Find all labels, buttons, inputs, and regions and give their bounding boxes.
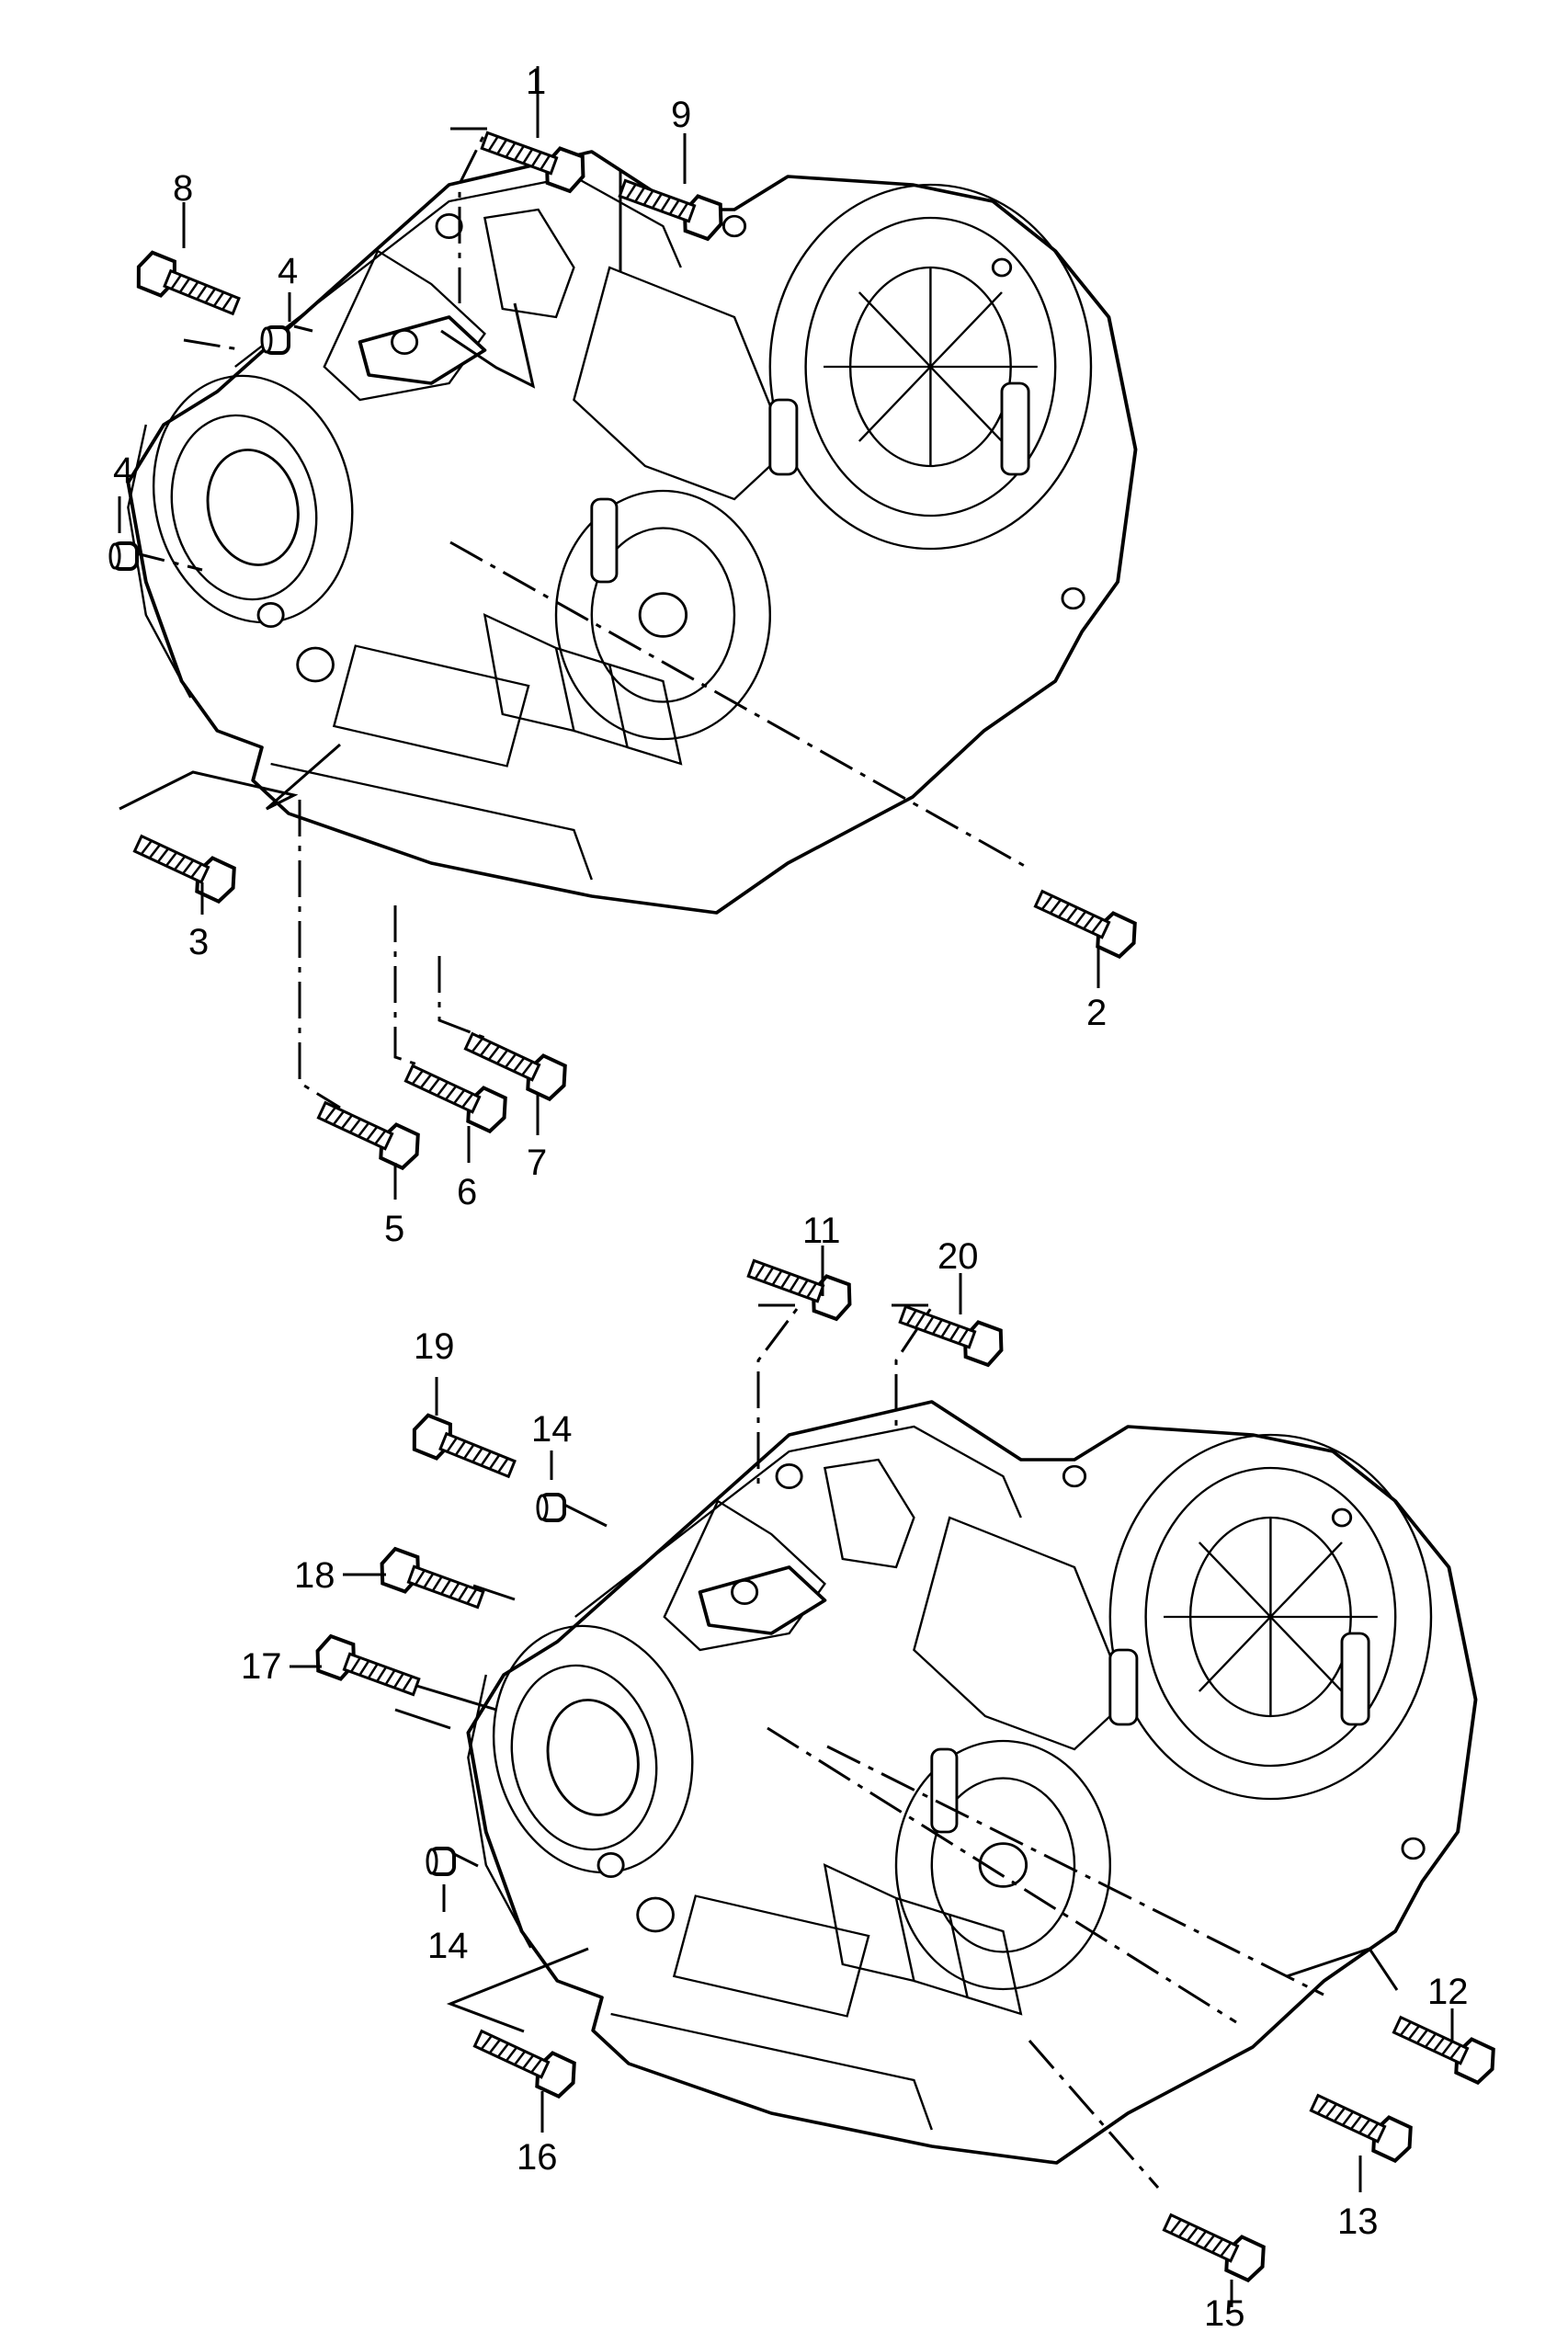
- callout-18: 18: [294, 1555, 335, 1596]
- callout-4b: 4: [113, 450, 133, 491]
- callout-11: 11: [802, 1211, 841, 1251]
- callout-20: 20: [937, 1236, 979, 1277]
- callout-13: 13: [1337, 2201, 1379, 2242]
- dowel-sleeve-icon: [260, 325, 290, 355]
- bolt-icon: [459, 1022, 574, 1105]
- callout-15: 15: [1204, 2293, 1245, 2332]
- dowel-sleeve-icon: [108, 541, 139, 571]
- callout-8: 8: [173, 168, 193, 209]
- callout-7: 7: [527, 1143, 547, 1183]
- bolt-icon: [1304, 2084, 1420, 2167]
- callout-16: 16: [517, 2137, 558, 2178]
- leader-11: [756, 1303, 802, 1489]
- lower-transmission: 11 12 13 14 14 15 16 17 18 19 20: [241, 1211, 1503, 2332]
- bolt-icon: [309, 1632, 425, 1706]
- bolt-icon: [1387, 2006, 1503, 2088]
- bolt-icon: [130, 247, 245, 325]
- bolt-icon: [468, 2019, 584, 2102]
- callout-12: 12: [1427, 1972, 1469, 2012]
- callout-6: 6: [457, 1172, 477, 1212]
- bolt-icon: [1028, 880, 1144, 962]
- callout-19: 19: [414, 1326, 455, 1367]
- callout-2: 2: [1086, 993, 1107, 1033]
- bolt-icon: [128, 825, 244, 907]
- leader-2: [449, 540, 1030, 870]
- bolt-icon: [373, 1544, 489, 1619]
- dowel-sleeve-icon: [426, 1847, 456, 1876]
- bolt-icon: [743, 1249, 858, 1324]
- callout-9: 9: [671, 95, 691, 135]
- upper-transmission: 1 2 3 4 4 5 6 7 8 9: [108, 62, 1144, 1249]
- dowel-sleeve-icon: [536, 1493, 566, 1522]
- callout-17: 17: [241, 1646, 282, 1687]
- callout-4: 4: [278, 251, 298, 291]
- bolt-icon: [894, 1295, 1010, 1370]
- callout-3: 3: [188, 922, 209, 962]
- bolt-icon: [405, 1410, 521, 1488]
- callout-1: 1: [526, 62, 546, 102]
- bolt-icon: [399, 1054, 515, 1137]
- leader-1: [450, 127, 490, 303]
- callout-5: 5: [384, 1209, 404, 1249]
- callout-14: 14: [531, 1409, 573, 1450]
- bolt-icon: [1157, 2203, 1273, 2286]
- bolt-icon: [312, 1091, 427, 1174]
- callout-14b: 14: [427, 1926, 469, 1966]
